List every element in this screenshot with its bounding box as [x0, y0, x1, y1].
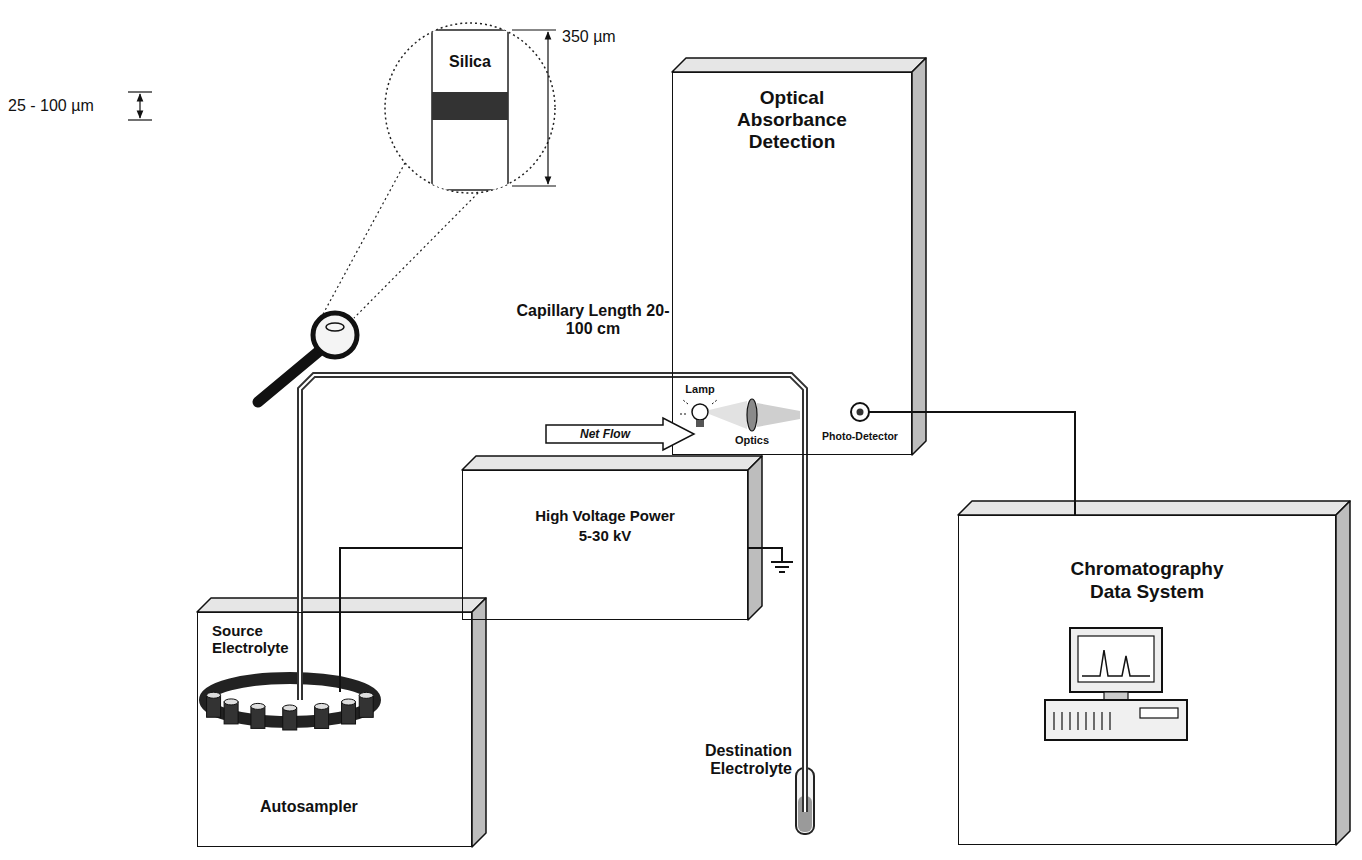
box-title: Source Electrolyte: [212, 623, 307, 656]
vent-line: [1061, 712, 1062, 730]
flow-arrow: Net Flow: [545, 417, 695, 451]
sample-vial: [342, 699, 356, 724]
sample-vial: [224, 699, 238, 724]
capillary-through-detector: [672, 375, 805, 812]
dimension-350: [512, 30, 556, 186]
power-supply-box: High Voltage Power 5-30 kV: [462, 470, 748, 620]
dimension-label: 350 µm: [562, 28, 642, 46]
ground-symbol: [748, 548, 793, 572]
box-3d-face: [958, 501, 1350, 845]
box-3d-face: [672, 58, 926, 455]
capillary: [300, 375, 672, 612]
capillary-label: Capillary Length 20-100 cm: [508, 302, 678, 339]
electrolyte-label: Destination Electrolyte: [688, 742, 792, 779]
box-faces: [197, 58, 1350, 847]
vent-line: [1085, 712, 1086, 730]
magnifier-leader: [322, 163, 478, 318]
silica-wall: Silica: [432, 34, 508, 90]
sample-vial: [359, 692, 373, 717]
autosampler-box: Source ElectrolyteAutosampler: [197, 612, 472, 847]
dimension-label: 25 - 100 µm: [8, 97, 126, 115]
vent-line: [1069, 712, 1070, 730]
part-label: Optics: [722, 434, 782, 447]
optics-lens: [747, 399, 757, 431]
box-title: Net Flow: [580, 427, 630, 441]
sample-vial: [283, 705, 297, 730]
signal-wire: [912, 412, 1075, 515]
part-label: Photo-Detector: [812, 430, 908, 442]
detector-box: Optical Absorbance Detection: [672, 72, 912, 455]
part-label: Lamp: [675, 383, 725, 396]
box-title: Chromatography Data System: [1052, 558, 1242, 604]
vent-line: [1109, 712, 1110, 730]
box-title: High Voltage Power: [535, 507, 675, 524]
vent-line: [1077, 712, 1078, 730]
photo-detector-symbol: [851, 403, 912, 421]
box-3d-face: [197, 598, 486, 847]
magnified-inset: [385, 23, 555, 193]
vent-line: [1093, 712, 1094, 730]
capillary-inlet: [300, 612, 340, 700]
dimension-bore: [128, 92, 152, 120]
data-system-box: Chromatography Data System: [958, 515, 1336, 845]
computer-icon: [1045, 628, 1187, 740]
box-3d-face: [462, 456, 762, 620]
sample-vial: [315, 703, 329, 728]
vent-line: [1053, 712, 1054, 730]
magnifying-glass: [258, 313, 357, 402]
sample-carousel: [205, 678, 375, 730]
sample-vial: [207, 692, 221, 717]
power-wire: [340, 548, 462, 612]
capillary-bore: [300, 375, 672, 612]
sample-vial: [251, 703, 265, 728]
vent-line: [1101, 712, 1102, 730]
box-title: Optical Absorbance Detection: [727, 87, 857, 153]
box-subtitle: 5-30 kV: [579, 527, 632, 544]
box-title: Silica: [449, 53, 491, 71]
box-subtitle: Autosampler: [260, 798, 358, 816]
